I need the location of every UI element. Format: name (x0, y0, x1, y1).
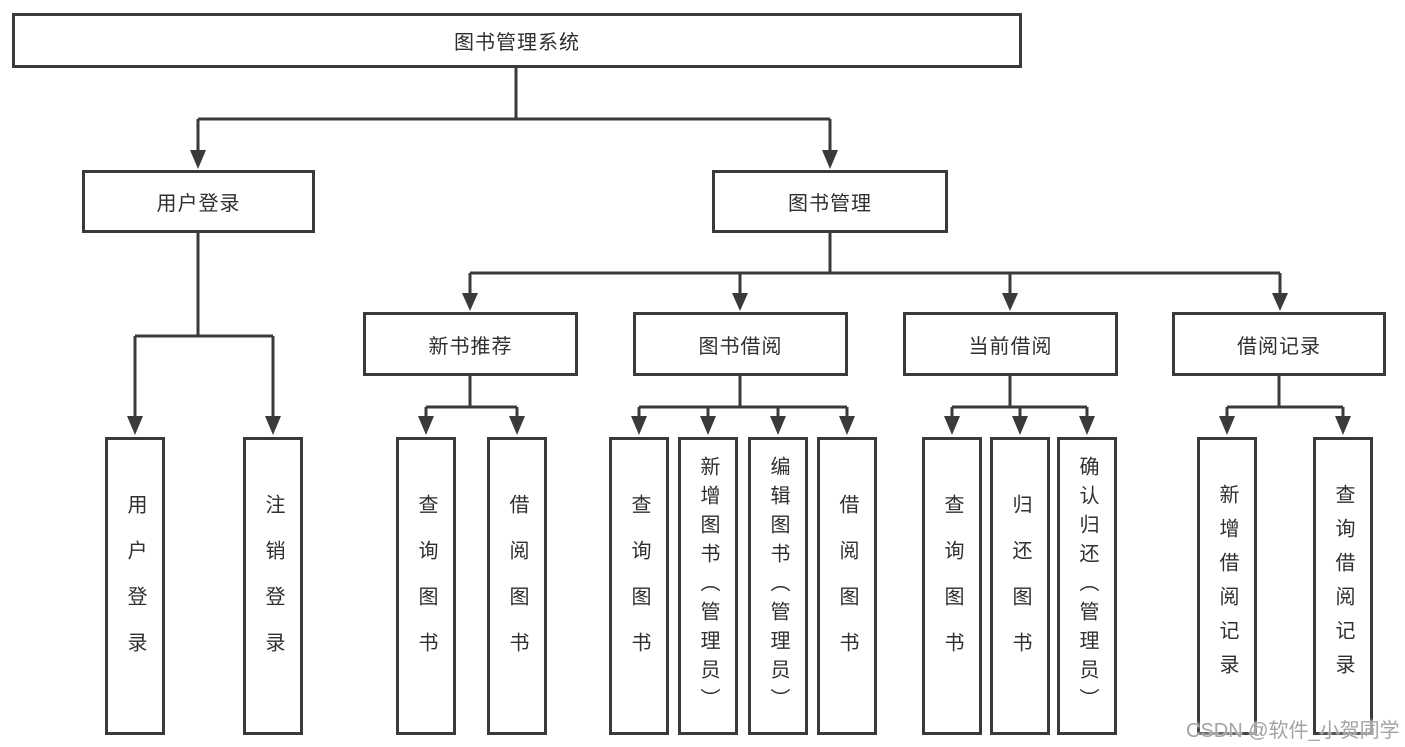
arrowhead (770, 416, 786, 435)
leaf-label: 新增借阅记录 (1216, 484, 1238, 688)
node-label: 图书借阅 (698, 335, 783, 358)
node-book-management: 图书管理 (712, 170, 948, 233)
leaf-confirm-return-admin: 确认归还（管理员） (1057, 437, 1117, 735)
leaf-borrow-books: 借阅图书 (487, 437, 547, 735)
leaf-edit-books-admin: 编辑图书（管理员） (748, 437, 808, 735)
arrowhead (418, 416, 434, 435)
leaf-add-books-admin: 新增图书（管理员） (678, 437, 738, 735)
arrowhead (732, 293, 748, 311)
node-label: 借阅记录 (1237, 335, 1321, 358)
leaf-borrow-books: 借阅图书 (817, 437, 877, 735)
leaf-search-books: 查询图书 (922, 437, 982, 735)
leaf-search-books: 查询图书 (396, 437, 456, 735)
arrowhead (700, 416, 716, 435)
node-label: 新书推荐 (428, 335, 513, 358)
leaf-return-books: 归还图书 (990, 437, 1050, 735)
leaf-add-borrow-record: 新增借阅记录 (1197, 437, 1257, 735)
leaf-label: 确认归还（管理员） (1076, 455, 1098, 717)
leaf-label: 借阅图书 (836, 494, 858, 678)
node-label: 当前借阅 (968, 335, 1053, 358)
leaf-label: 查询借阅记录 (1332, 484, 1354, 688)
node-book-borrow: 图书借阅 (633, 312, 848, 376)
arrowhead (509, 416, 525, 435)
arrowhead (1002, 293, 1018, 311)
leaf-user-login: 用户登录 (105, 437, 165, 735)
arrowhead (1272, 293, 1288, 311)
leaf-label: 查询图书 (628, 494, 650, 678)
node-current-borrow: 当前借阅 (903, 312, 1118, 376)
arrowhead (127, 416, 143, 435)
arrowhead (1012, 416, 1028, 435)
node-label: 用户登录 (156, 193, 241, 215)
node-user-login: 用户登录 (82, 170, 315, 233)
node-label: 图书管理 (788, 193, 872, 215)
node-new-book-recommend: 新书推荐 (363, 312, 578, 376)
node-borrow-records: 借阅记录 (1172, 312, 1386, 376)
leaf-label: 查询图书 (415, 494, 437, 678)
leaf-label: 归还图书 (1009, 494, 1031, 678)
arrowhead (462, 293, 478, 311)
leaf-label: 用户登录 (124, 494, 146, 678)
arrowhead (944, 416, 960, 435)
csdn-watermark: CSDN @软件_小贺同学 (1186, 720, 1400, 742)
leaf-label: 注销登录 (262, 494, 284, 678)
leaf-label: 新增图书（管理员） (697, 455, 719, 717)
leaf-label: 借阅图书 (506, 494, 528, 678)
leaf-label: 查询图书 (941, 494, 963, 678)
node-label: 图书管理系统 (454, 32, 580, 54)
node-system-root: 图书管理系统 (12, 13, 1022, 68)
leaf-search-books: 查询图书 (609, 437, 669, 735)
leaf-label: 编辑图书（管理员） (767, 455, 789, 717)
arrowhead (265, 416, 281, 435)
leaf-search-borrow-record: 查询借阅记录 (1313, 437, 1373, 735)
arrowhead (1079, 416, 1095, 435)
arrowhead (190, 150, 206, 169)
leaf-logout: 注销登录 (243, 437, 303, 735)
arrowhead (839, 416, 855, 435)
arrowhead (1219, 416, 1235, 435)
arrowhead (1335, 416, 1351, 435)
arrowhead (631, 416, 647, 435)
arrowhead (822, 150, 838, 169)
